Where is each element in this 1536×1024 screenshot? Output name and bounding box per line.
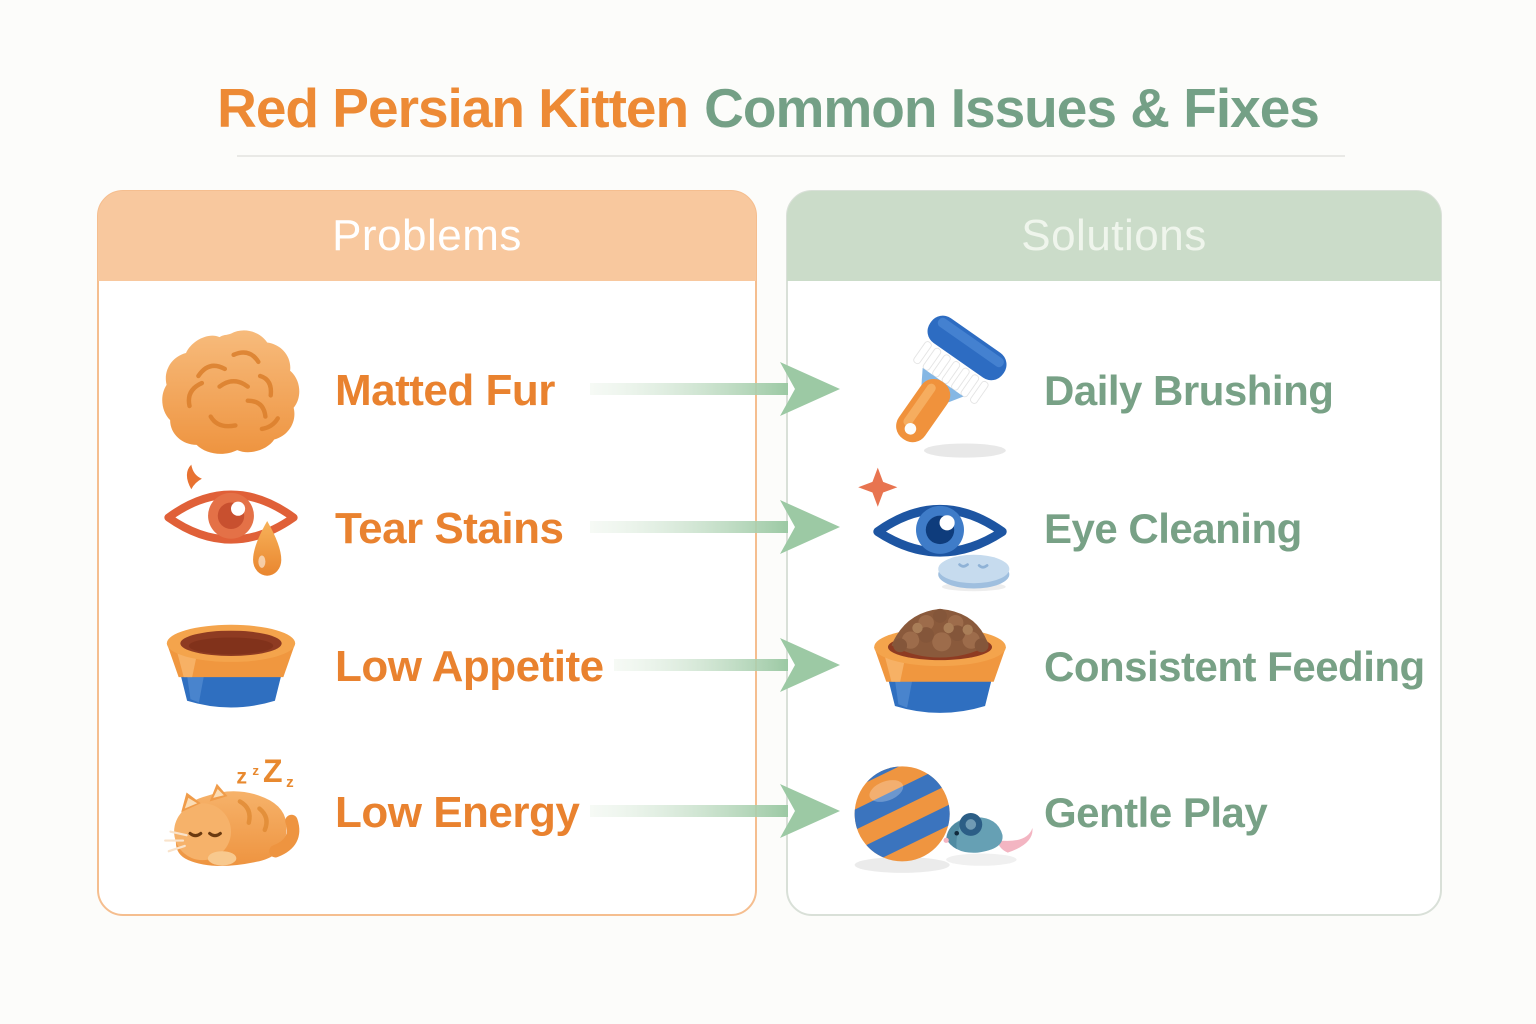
grooming-brush-icon [852, 315, 1028, 466]
solution-row-gentle-play: Gentle Play [788, 738, 1268, 888]
problem-label: Low Appetite [335, 642, 604, 691]
problem-row-tear-stains: Tear Stains [99, 454, 564, 604]
zzz-glyph: z [252, 763, 259, 778]
solution-row-eye-cleaning: Eye Cleaning [788, 454, 1302, 604]
solutions-header: Solutions [787, 191, 1441, 281]
arrow-right-icon [590, 362, 840, 416]
solution-row-consistent-feeding: Consistent Feeding [788, 592, 1425, 742]
sleeping-cat-icon: z z Z z [143, 738, 319, 888]
solution-label: Daily Brushing [1044, 367, 1334, 414]
problems-panel: Problems [97, 190, 757, 916]
arrow-right-icon [590, 784, 840, 838]
teary-eye-icon [143, 454, 319, 604]
solution-label: Gentle Play [1044, 789, 1268, 836]
full-food-bowl-icon [852, 592, 1028, 742]
problems-header: Problems [98, 191, 756, 281]
empty-food-bowl-icon [143, 592, 319, 742]
solutions-panel: Solutions [786, 190, 1442, 916]
problem-label: Matted Fur [335, 366, 555, 415]
solution-label: Consistent Feeding [1044, 643, 1425, 690]
title-part-problem-breed: Red Persian Kitten [217, 77, 689, 139]
zzz-glyph: z [236, 765, 247, 789]
solution-row-daily-brushing: Daily Brushing [788, 315, 1334, 466]
ball-and-mouse-toy-icon [838, 738, 1033, 888]
problem-row-matted-fur: Matted Fur [99, 316, 555, 466]
problem-label: Low Energy [335, 788, 580, 837]
arrow-right-icon [590, 500, 840, 554]
zzz-glyph: z [286, 774, 294, 791]
clean-eye-icon [852, 454, 1028, 604]
problem-label: Tear Stains [335, 504, 564, 553]
problem-row-low-appetite: Low Appetite [99, 592, 604, 742]
zzz-glyph: Z [263, 753, 283, 789]
matted-fur-icon [143, 316, 319, 466]
title-divider [237, 155, 1345, 157]
arrow-right-icon [614, 638, 840, 692]
title-part-issues-fixes: Common Issues & Fixes [704, 77, 1320, 139]
solution-label: Eye Cleaning [1044, 505, 1302, 552]
problem-row-low-energy: z z Z z Low Energy [99, 738, 580, 888]
